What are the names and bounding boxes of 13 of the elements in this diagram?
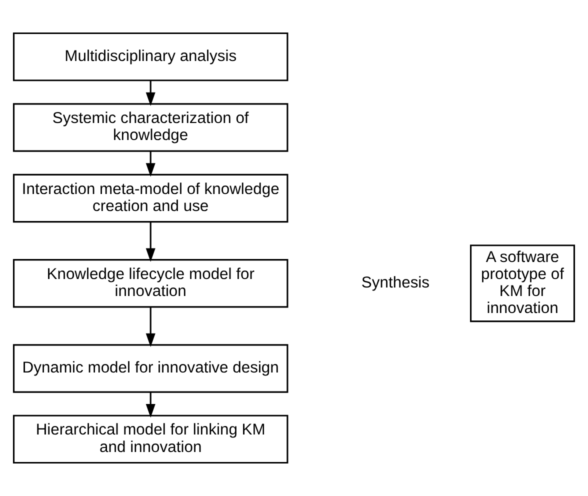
node-box: Knowledge lifecycle model for innovation [12, 259, 288, 308]
arrow [146, 80, 156, 106]
arrow [146, 307, 156, 348]
arrow [146, 151, 156, 177]
node-box: Dynamic model for innovative design [12, 344, 288, 393]
node-box: A software prototype of KM for innovation [470, 244, 576, 322]
arrow [146, 222, 156, 262]
node-box: Systemic characterization of knowledge [12, 103, 288, 152]
node-box: Multidisciplinary analysis [12, 32, 288, 82]
arrow [146, 392, 156, 418]
node-box: Hierarchical model for linking KM and innovation [12, 414, 288, 464]
node-box: Interaction meta-model of knowledge creation and use [12, 174, 288, 223]
label: Synthesis [361, 274, 430, 292]
